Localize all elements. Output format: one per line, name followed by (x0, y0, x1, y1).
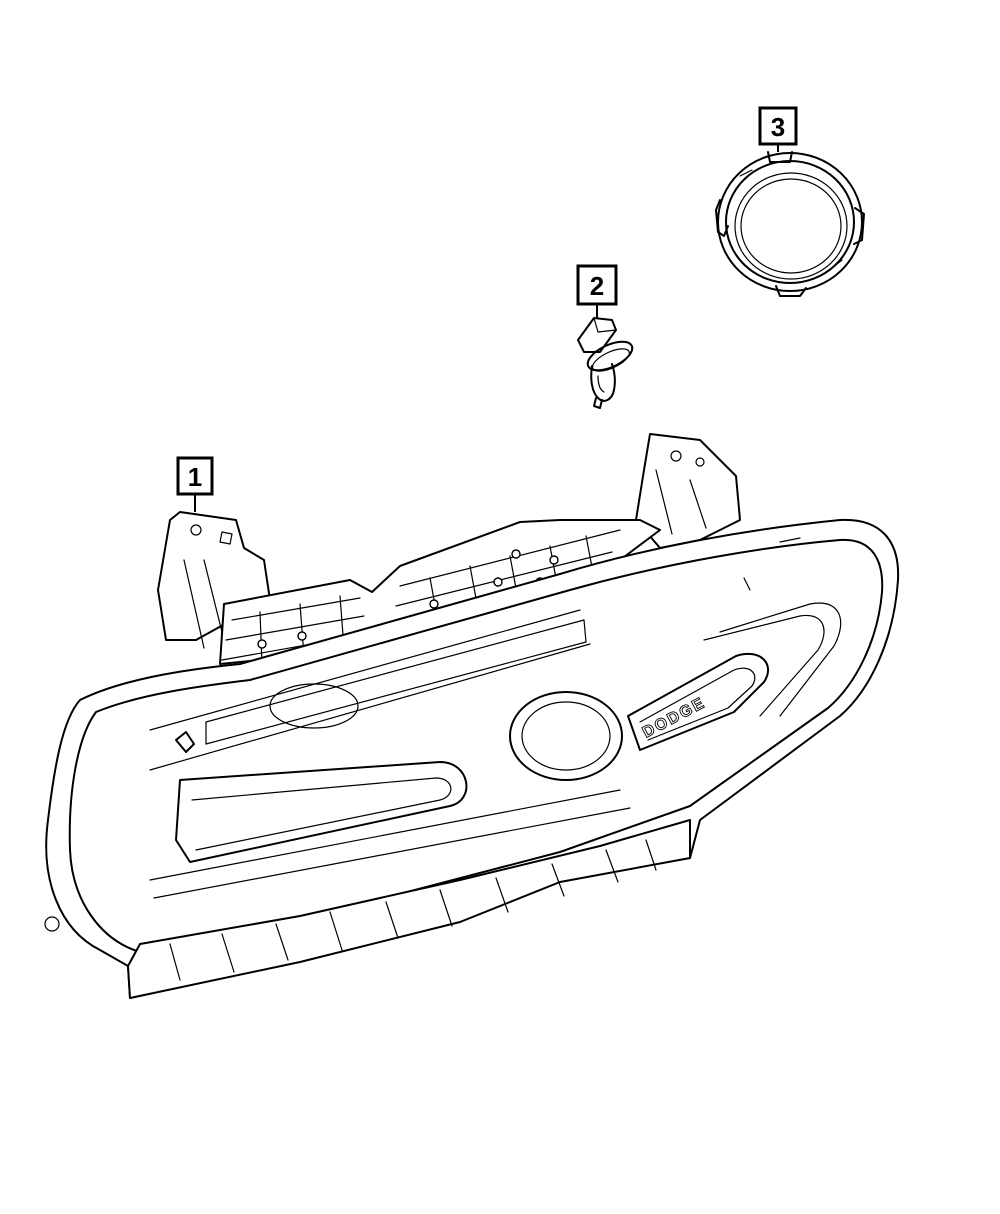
callout-3: 3 (758, 106, 798, 152)
callout-3-label: 3 (771, 112, 785, 142)
callout-2-label: 2 (590, 271, 604, 301)
retaining-ring (715, 151, 865, 297)
callout-1-label: 1 (188, 462, 202, 492)
callout-1: 1 (176, 456, 214, 512)
callout-2: 2 (576, 264, 618, 318)
bulb (577, 317, 634, 409)
headlamp-assembly: DODGE (44, 433, 900, 999)
